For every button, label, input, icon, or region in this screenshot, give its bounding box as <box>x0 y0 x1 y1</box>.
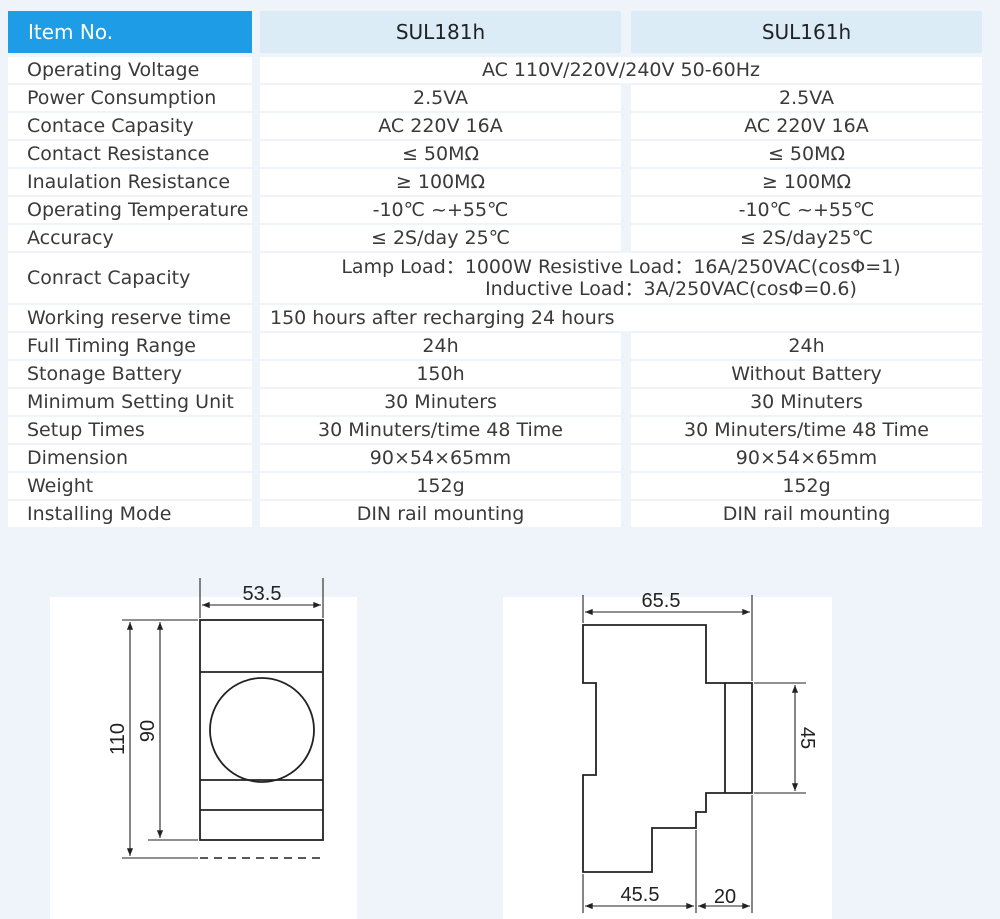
row-value-b: Without Battery <box>631 361 982 387</box>
dim-side-height-label: 45 <box>796 727 818 749</box>
row-label: Inaulation Resistance <box>8 169 252 195</box>
dim-side-bottom-left-label: 45.5 <box>621 884 660 906</box>
row-value-b: 152g <box>631 473 982 499</box>
row-value-a: -10℃ ~+55℃ <box>260 197 621 223</box>
contact-capacity-line-1: Lamp Load：1000W Resistive Load：16A/250VA… <box>341 256 901 278</box>
row-value-span: AC 110V/220V/240V 50-60Hz <box>260 57 982 83</box>
table-row: Power Consumption 2.5VA 2.5VA <box>8 85 982 111</box>
table-row: Contace Capasity AC 220V 16A AC 220V 16A <box>8 113 982 139</box>
row-value-a: ≤ 2S/day 25℃ <box>260 225 621 251</box>
table-row: Working reserve time 150 hours after rec… <box>8 305 982 331</box>
contact-capacity-line-2: Inductive Load：3A/250VAC(cosΦ=0.6) <box>485 278 857 300</box>
header-model-a: SUL181h <box>260 11 621 53</box>
row-label: Working reserve time <box>8 305 252 331</box>
table-row: Minimum Setting Unit 30 Minuters 30 Minu… <box>8 389 982 415</box>
front-dial-circle <box>209 677 315 783</box>
row-label: Installing Mode <box>8 501 252 527</box>
header-item-no: Item No. <box>8 11 252 53</box>
row-label: Weight <box>8 473 252 499</box>
row-value-span: 150 hours after recharging 24 hours <box>260 305 982 331</box>
front-view-drawing <box>199 619 324 859</box>
row-label: Contact Resistance <box>8 141 252 167</box>
table-row: Operating Temperature -10℃ ~+55℃ -10℃ ~+… <box>8 197 982 223</box>
row-value-a: 90×54×65mm <box>260 445 621 471</box>
row-value-b: 90×54×65mm <box>631 445 982 471</box>
table-row: Conract Capacity Lamp Load：1000W Resisti… <box>8 253 982 303</box>
row-value-a: 150h <box>260 361 621 387</box>
row-value-a: DIN rail mounting <box>260 501 621 527</box>
row-label: Power Consumption <box>8 85 252 111</box>
table-row: Full Timing Range 24h 24h <box>8 333 982 359</box>
row-value-a: 24h <box>260 333 621 359</box>
row-value-a: ≥ 100MΩ <box>260 169 621 195</box>
row-value-b: DIN rail mounting <box>631 501 982 527</box>
table-row: Weight 152g 152g <box>8 473 982 499</box>
side-view-dimensions <box>582 595 806 913</box>
side-drawing-panel <box>503 597 832 919</box>
front-view-outline <box>199 619 324 841</box>
row-label: Dimension <box>8 445 252 471</box>
table-row: Contact Resistance ≤ 50MΩ ≤ 50MΩ <box>8 141 982 167</box>
dim-side-width-label: 65.5 <box>642 590 681 612</box>
row-value-b: ≥ 100MΩ <box>631 169 982 195</box>
row-label: Conract Capacity <box>8 253 252 303</box>
dim-front-outer-height-label: 110 <box>107 723 129 755</box>
row-value-a: AC 220V 16A <box>260 113 621 139</box>
row-value-b: 24h <box>631 333 982 359</box>
row-label: Operating Voltage <box>8 57 252 83</box>
row-label: Minimum Setting Unit <box>8 389 252 415</box>
row-value-a: 30 Minuters/time 48 Time <box>260 417 621 443</box>
row-value-span: Lamp Load：1000W Resistive Load：16A/250VA… <box>260 253 982 303</box>
row-label: Full Timing Range <box>8 333 252 359</box>
dim-front-inner-height-label: 90 <box>137 720 159 742</box>
table-row: Operating Voltage AC 110V/220V/240V 50-6… <box>8 57 982 83</box>
spec-table: Item No. SUL181h SUL161h Operating Volta… <box>8 11 982 529</box>
row-value-a: 152g <box>260 473 621 499</box>
row-label: Operating Temperature <box>8 197 252 223</box>
row-label: Contace Capasity <box>8 113 252 139</box>
row-value-b: 30 Minuters/time 48 Time <box>631 417 982 443</box>
row-value-a: 2.5VA <box>260 85 621 111</box>
table-row: Stonage Battery 150h Without Battery <box>8 361 982 387</box>
row-value-b: AC 220V 16A <box>631 113 982 139</box>
table-row: Inaulation Resistance ≥ 100MΩ ≥ 100MΩ <box>8 169 982 195</box>
row-value-b: 30 Minuters <box>631 389 982 415</box>
side-view-outline <box>582 624 753 873</box>
front-view-dimensions <box>122 578 324 859</box>
dim-front-width-label: 53.5 <box>243 583 282 605</box>
row-value-b: ≤ 50MΩ <box>631 141 982 167</box>
row-label: Setup Times <box>8 417 252 443</box>
table-row: Setup Times 30 Minuters/time 48 Time 30 … <box>8 417 982 443</box>
row-label: Accuracy <box>8 225 252 251</box>
table-header-row: Item No. SUL181h SUL161h <box>8 11 982 53</box>
table-row: Dimension 90×54×65mm 90×54×65mm <box>8 445 982 471</box>
row-value-b: ≤ 2S/day25℃ <box>631 225 982 251</box>
header-model-b: SUL161h <box>631 11 982 53</box>
row-value-a: 30 Minuters <box>260 389 621 415</box>
row-value-b: -10℃ ~+55℃ <box>631 197 982 223</box>
row-value-a: ≤ 50MΩ <box>260 141 621 167</box>
side-view-drawing <box>582 624 753 873</box>
table-row: Installing Mode DIN rail mounting DIN ra… <box>8 501 982 527</box>
row-label: Stonage Battery <box>8 361 252 387</box>
row-value-b: 2.5VA <box>631 85 982 111</box>
dim-side-bottom-right-label: 20 <box>714 886 736 908</box>
table-row: Accuracy ≤ 2S/day 25℃ ≤ 2S/day25℃ <box>8 225 982 251</box>
